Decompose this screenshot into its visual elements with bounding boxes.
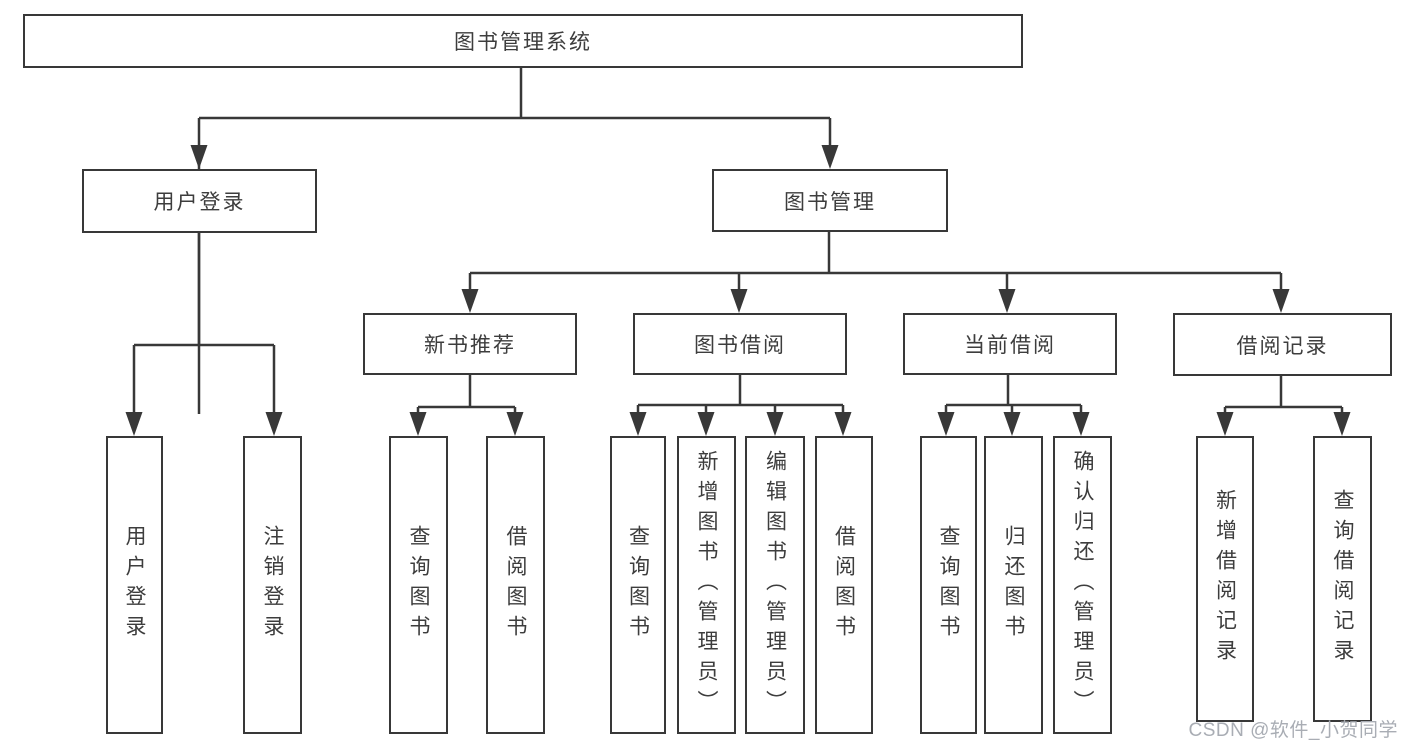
leaf-borrow-edit-books-admin: 编辑图书（管理员） [745, 436, 805, 734]
leaf-current-confirm-return-admin-label: 确认归还（管理员） [1071, 450, 1095, 720]
leaf-recommend-borrow-books-label: 借阅图书 [504, 525, 528, 645]
leaf-logout: 注销登录 [243, 436, 302, 734]
leaf-borrow-query-books: 查询图书 [610, 436, 666, 734]
node-root-system: 图书管理系统 [23, 14, 1023, 68]
leaf-records-query-record-label: 查询借阅记录 [1331, 489, 1355, 669]
leaf-borrow-query-books-label: 查询图书 [626, 525, 650, 645]
leaf-user-login: 用户登录 [106, 436, 163, 734]
leaf-borrow-add-books-admin: 新增图书（管理员） [677, 436, 736, 734]
node-new-book-recommend: 新书推荐 [363, 313, 577, 375]
node-user-login: 用户登录 [82, 169, 317, 233]
leaf-records-add-record-label: 新增借阅记录 [1213, 489, 1237, 669]
leaf-borrow-borrow-books-label: 借阅图书 [832, 525, 856, 645]
node-book-borrow-label: 图书借阅 [694, 334, 786, 357]
node-book-borrow: 图书借阅 [633, 313, 847, 375]
leaf-borrow-add-books-admin-label: 新增图书（管理员） [695, 450, 719, 720]
leaf-current-return-books: 归还图书 [984, 436, 1043, 734]
node-root-system-label: 图书管理系统 [454, 31, 592, 54]
leaf-borrow-edit-books-admin-label: 编辑图书（管理员） [763, 450, 787, 720]
node-book-management-label: 图书管理 [784, 190, 876, 214]
leaf-records-query-record: 查询借阅记录 [1313, 436, 1372, 722]
node-borrow-records: 借阅记录 [1173, 313, 1392, 376]
node-book-management: 图书管理 [712, 169, 948, 232]
leaf-current-confirm-return-admin: 确认归还（管理员） [1053, 436, 1112, 734]
node-current-borrow-label: 当前借阅 [964, 334, 1056, 357]
leaf-user-login-label: 用户登录 [123, 525, 147, 645]
leaf-current-return-books-label: 归还图书 [1002, 525, 1026, 645]
leaf-recommend-query-books: 查询图书 [389, 436, 448, 734]
node-borrow-records-label: 借阅记录 [1236, 334, 1329, 358]
node-current-borrow: 当前借阅 [903, 313, 1117, 375]
leaf-recommend-query-books-label: 查询图书 [407, 525, 431, 645]
leaf-records-add-record: 新增借阅记录 [1196, 436, 1254, 722]
leaf-borrow-borrow-books: 借阅图书 [815, 436, 873, 734]
node-new-book-recommend-label: 新书推荐 [424, 334, 516, 357]
leaf-current-query-books-label: 查询图书 [937, 525, 961, 645]
watermark: CSDN @软件_小贺同学 [1188, 720, 1398, 741]
leaf-current-query-books: 查询图书 [920, 436, 977, 734]
leaf-recommend-borrow-books: 借阅图书 [486, 436, 545, 734]
leaf-logout-label: 注销登录 [261, 525, 285, 645]
node-user-login-label: 用户登录 [153, 191, 246, 214]
